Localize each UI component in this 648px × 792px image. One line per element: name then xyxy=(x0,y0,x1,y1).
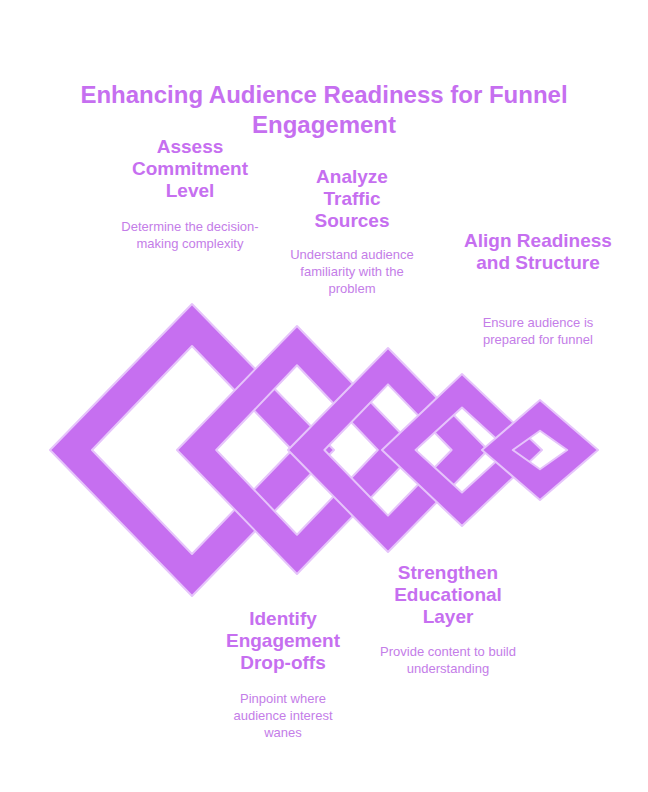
step-heading: Identify Engagement Drop-offs xyxy=(211,608,356,674)
step-heading: Analyze Traffic Sources xyxy=(300,166,405,232)
step-description: Provide content to build understanding xyxy=(378,643,518,677)
step-description: Pinpoint where audience interest wanes xyxy=(218,690,348,741)
step-description: Ensure audience is prepared for funnel xyxy=(468,314,608,348)
chain-link xyxy=(382,374,542,526)
chain-link xyxy=(482,400,598,500)
step-heading: Align Readiness and Structure xyxy=(463,230,613,274)
diagram-title: Enhancing Audience Readiness for Funnel … xyxy=(44,80,604,140)
step-description: Understand audience familiarity with the… xyxy=(290,246,415,297)
step-description: Determine the decision-making complexity xyxy=(120,218,260,252)
step-heading: Strengthen Educational Layer xyxy=(378,562,518,628)
step-heading: Assess Commitment Level xyxy=(125,136,255,202)
